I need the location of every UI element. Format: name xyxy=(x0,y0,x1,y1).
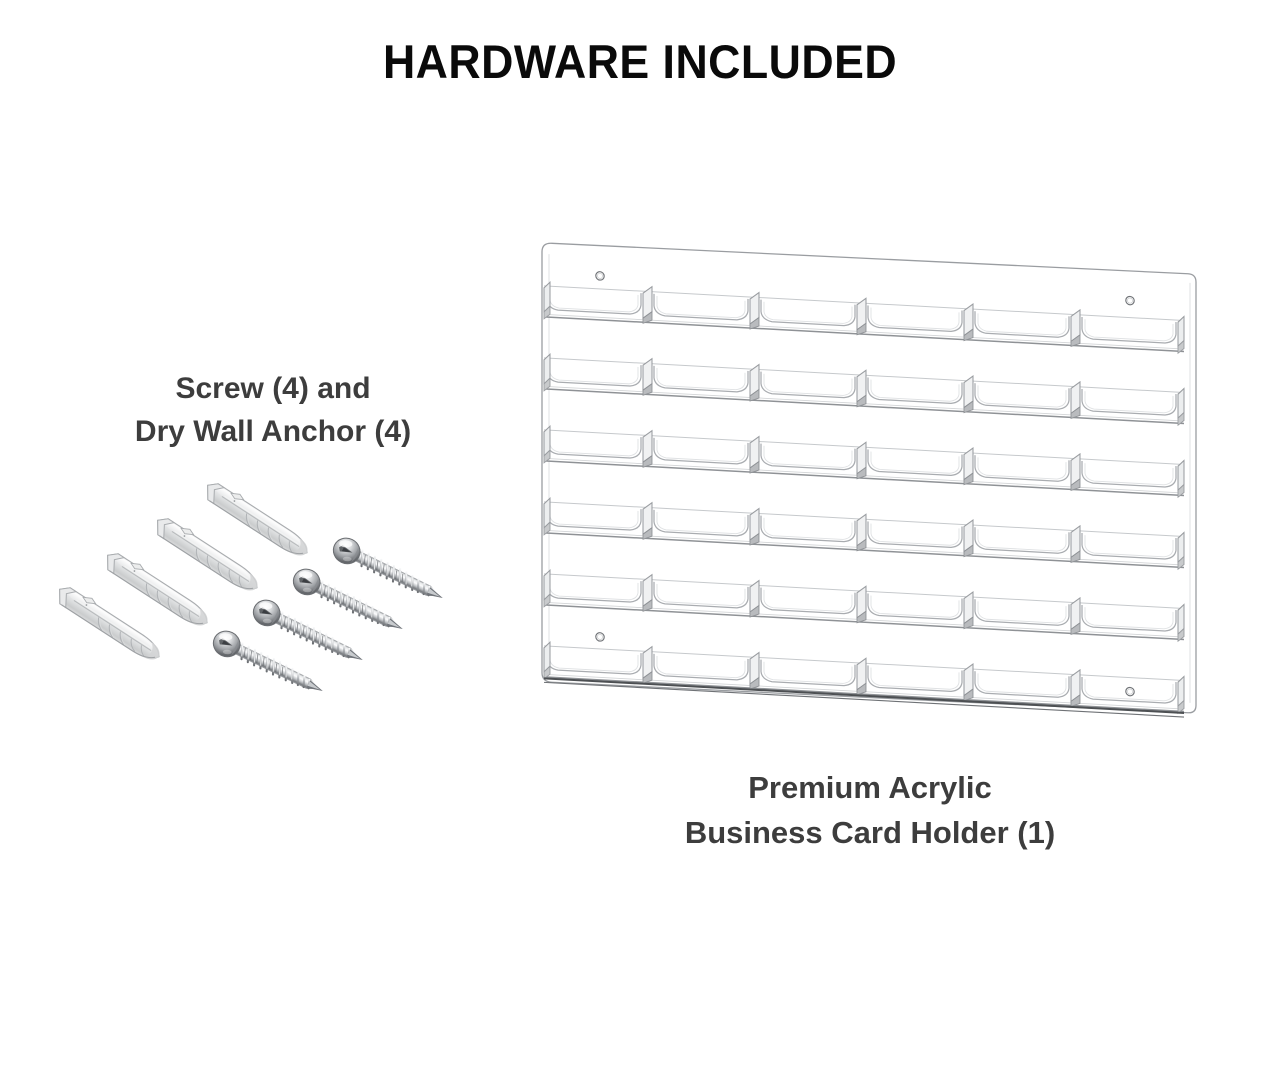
screw-group xyxy=(207,532,450,704)
page-title: HARDWARE INCLUDED xyxy=(382,35,898,88)
hardware-caption-line-1: Screw (4) and xyxy=(175,372,371,405)
holder-caption-line-2: Business Card Holder (1) xyxy=(684,814,1056,850)
mounting-hole-icon xyxy=(1125,686,1135,697)
hardware-caption-line-2: Dry Wall Anchor (4) xyxy=(134,414,412,448)
holder-caption: Premium Acrylic Business Card Holder (1) xyxy=(560,766,1180,855)
mounting-hole-icon xyxy=(1125,295,1135,306)
drywall-anchor-group xyxy=(52,476,315,666)
drywall-anchor-icon xyxy=(200,476,315,562)
hardware-illustration xyxy=(50,455,490,715)
card-holder-illustration xyxy=(520,225,1220,755)
holder-caption-line-1: Premium Acrylic xyxy=(748,770,992,805)
hardware-caption: Screw (4) and Dry Wall Anchor (4) xyxy=(38,368,508,453)
mounting-hole-icon xyxy=(595,631,605,642)
mounting-hole-icon xyxy=(595,270,605,281)
